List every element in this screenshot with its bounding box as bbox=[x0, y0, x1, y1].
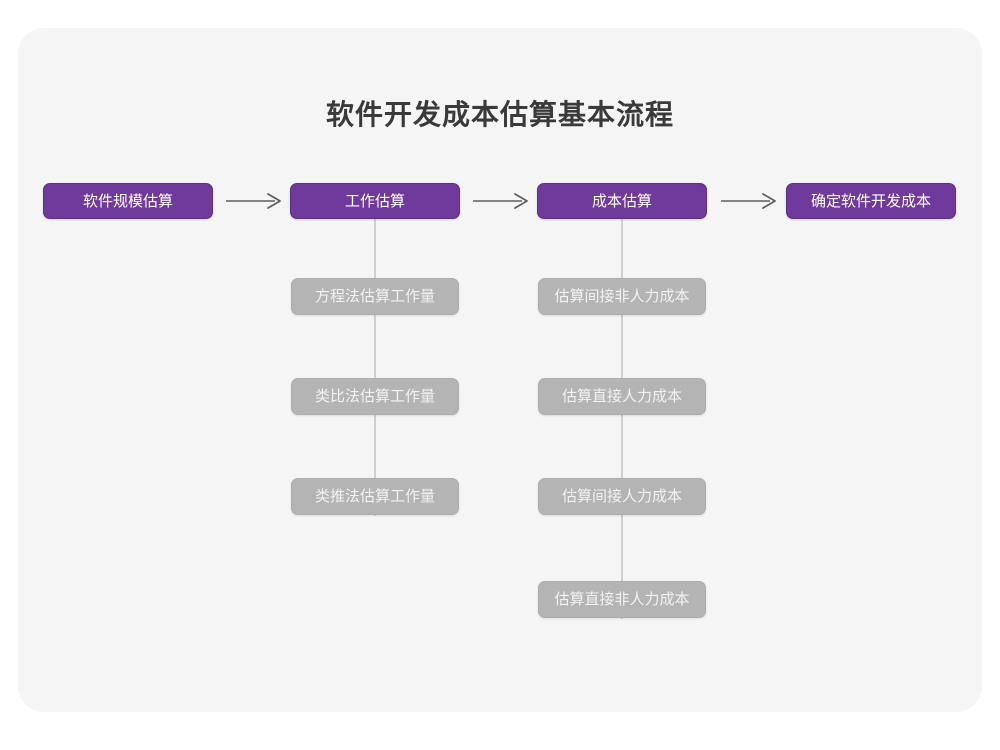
flow-node-determine-development-cost[interactable]: 确定软件开发成本 bbox=[786, 183, 956, 219]
flow-node-work-estimation[interactable]: 工作估算 bbox=[290, 183, 460, 219]
branch-node-analogy-method-workload[interactable]: 类比法估算工作量 bbox=[291, 378, 459, 415]
arrow-right-icon bbox=[225, 191, 283, 211]
flow-node-cost-estimation[interactable]: 成本估算 bbox=[537, 183, 707, 219]
arrow-right-icon bbox=[472, 191, 530, 211]
flow-node-software-scale-estimation[interactable]: 软件规模估算 bbox=[43, 183, 213, 219]
branch-node-analogous-inference-workload[interactable]: 类推法估算工作量 bbox=[291, 478, 459, 515]
branch-node-indirect-non-labor-cost[interactable]: 估算间接非人力成本 bbox=[538, 278, 706, 315]
connector-line-cost-branch bbox=[621, 219, 623, 619]
branch-node-equation-method-workload[interactable]: 方程法估算工作量 bbox=[291, 278, 459, 315]
page-title: 软件开发成本估算基本流程 bbox=[325, 99, 674, 130]
branch-node-direct-labor-cost[interactable]: 估算直接人力成本 bbox=[538, 378, 706, 415]
diagram-card bbox=[18, 28, 982, 712]
branch-node-direct-non-labor-cost[interactable]: 估算直接非人力成本 bbox=[538, 581, 706, 618]
arrow-right-icon bbox=[720, 191, 778, 211]
connector-line-work-branch bbox=[374, 219, 376, 516]
branch-node-indirect-labor-cost[interactable]: 估算间接人力成本 bbox=[538, 478, 706, 515]
